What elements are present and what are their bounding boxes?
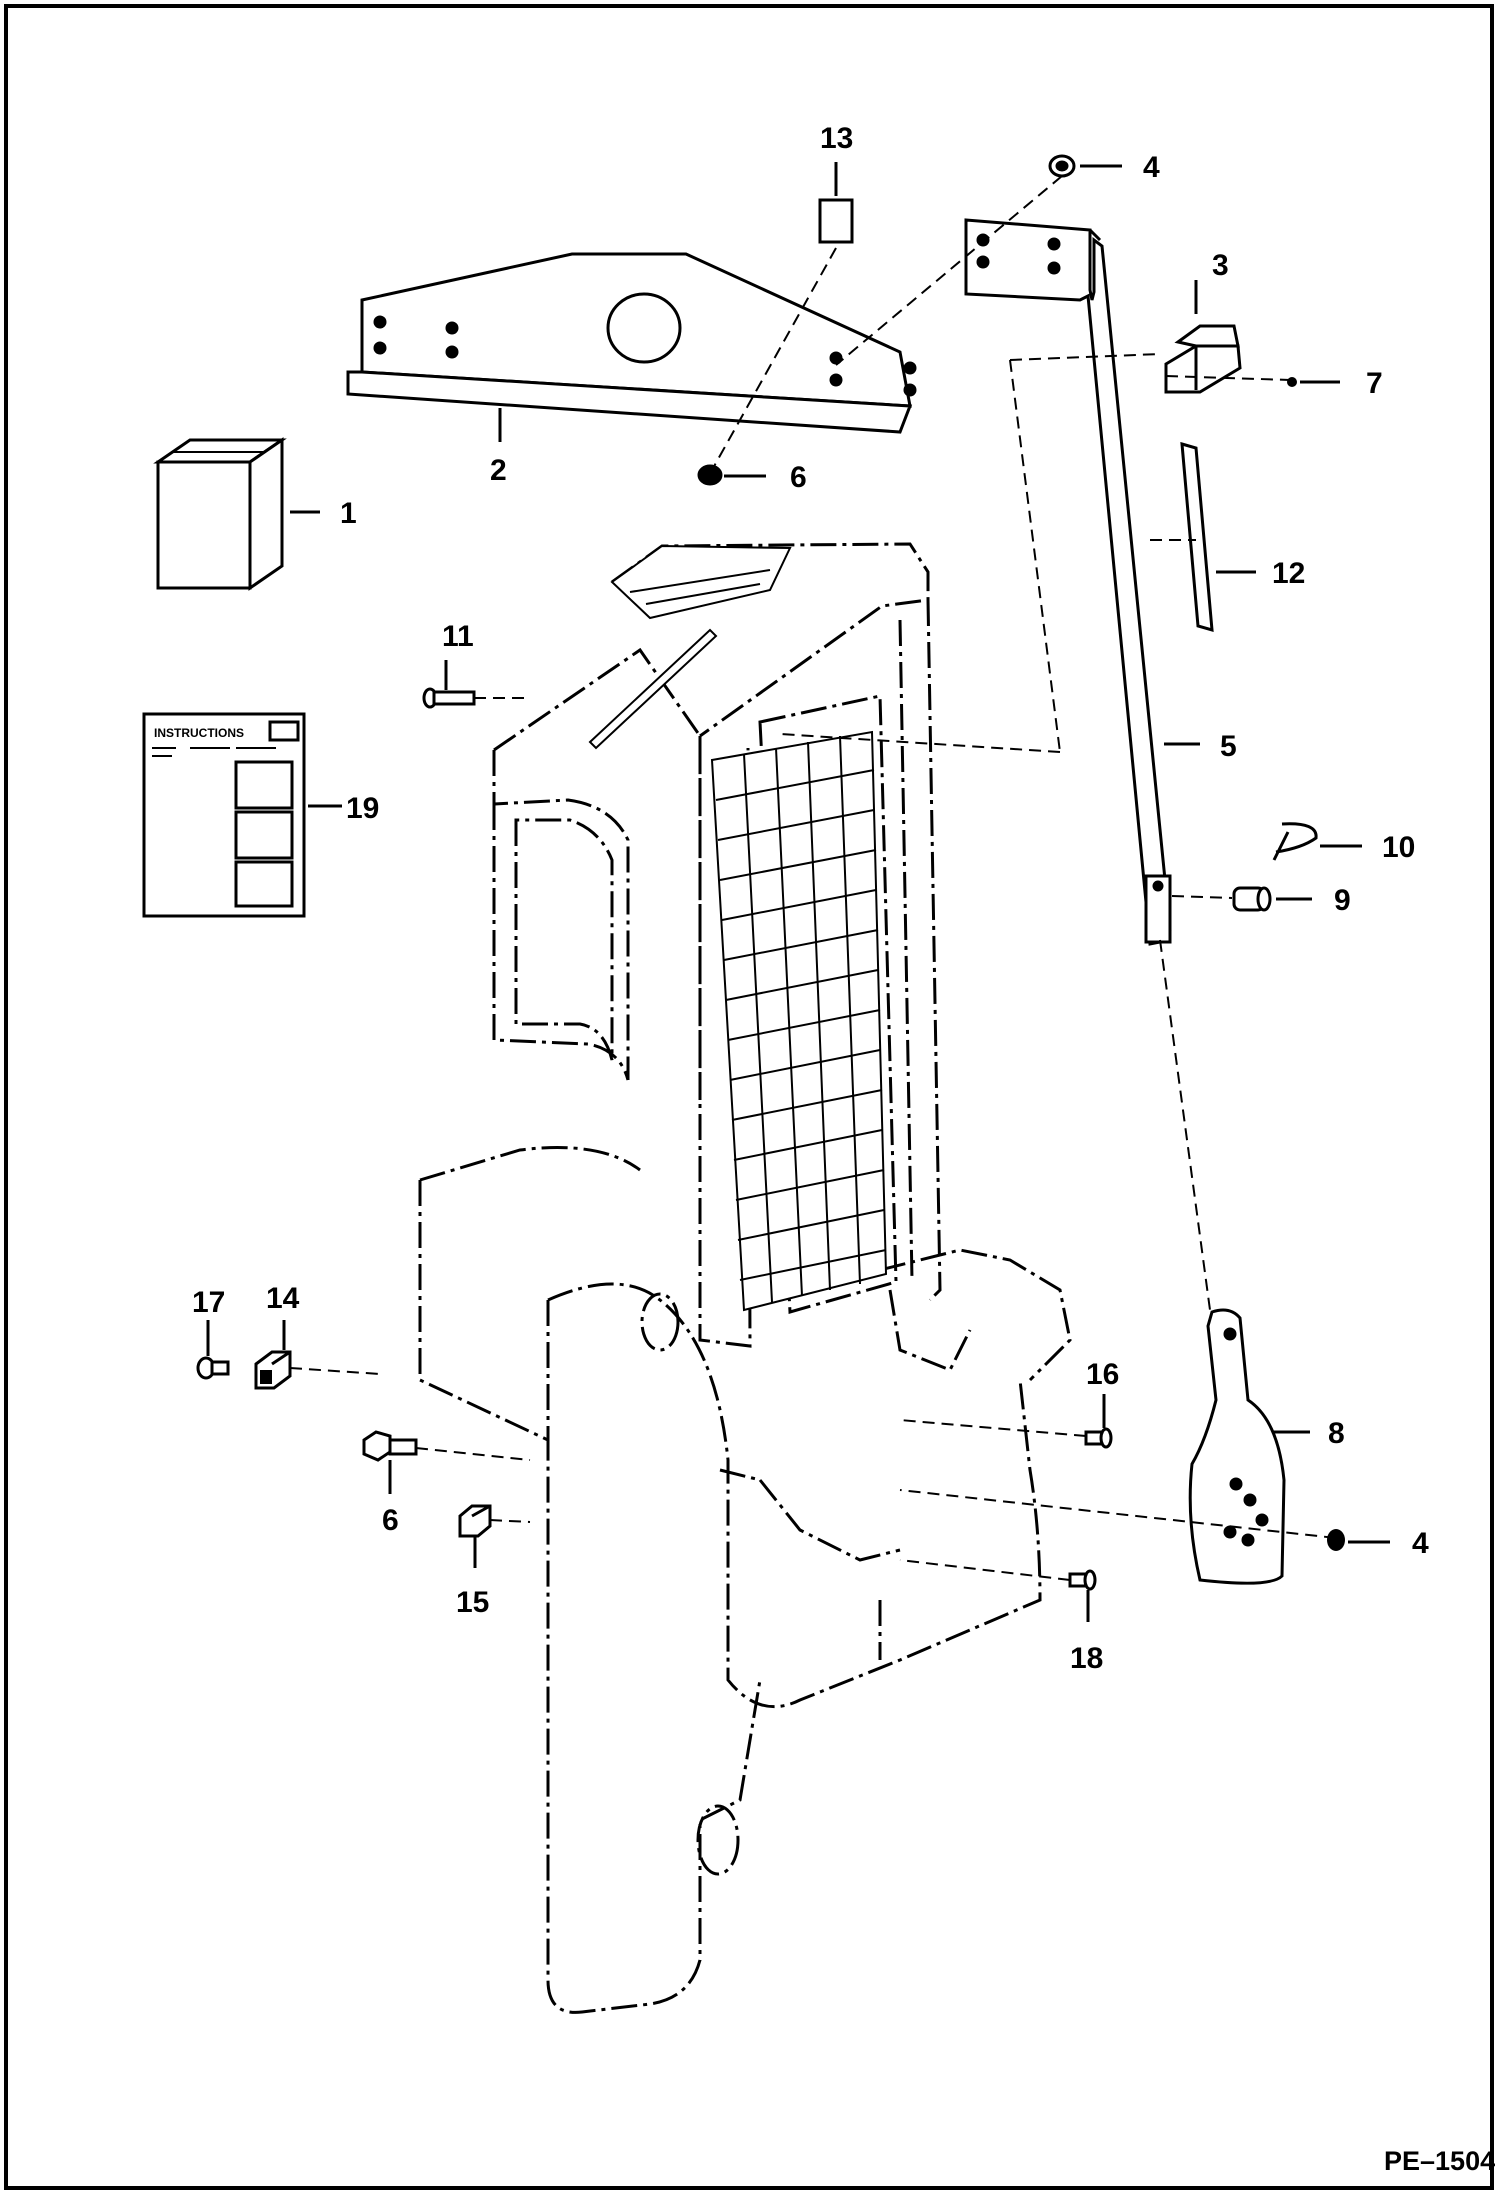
part-18-bolt: [1068, 1569, 1097, 1591]
callout-ticks: [206, 162, 1390, 1622]
callout-labels: 1 2 3 4 4 5 6 6 7 8 9 10 11 12 13 14 15 …: [192, 122, 1429, 1675]
callout-9: 9: [1334, 884, 1351, 917]
part-16-bolt: [1084, 1427, 1113, 1449]
part-15-block: [458, 1504, 492, 1538]
part-12-strip: [1180, 441, 1214, 633]
callout-7: 7: [1366, 367, 1383, 400]
part-17-bolt: [196, 1356, 230, 1380]
part-4-nut-right: [1327, 1529, 1345, 1551]
part-6-bolt-lower: [362, 1430, 418, 1462]
part-3-clamp: [1164, 324, 1242, 394]
callout-10: 10: [1382, 831, 1415, 864]
grille-louvers: [710, 730, 888, 1312]
part-4-nut-top: [1048, 154, 1076, 178]
callout-6-top: 6: [790, 461, 807, 494]
callout-2: 2: [490, 454, 507, 487]
part-14-block: [254, 1350, 292, 1390]
callout-12: 12: [1272, 557, 1305, 590]
callout-4-right: 4: [1412, 1527, 1429, 1560]
part-1-box: [153, 437, 287, 591]
part-13-decal: [818, 198, 854, 244]
part-11-bolt: [422, 687, 476, 709]
part-19-instruction-sheet: [142, 712, 306, 918]
callout-11: 11: [442, 620, 474, 653]
callout-5: 5: [1220, 730, 1237, 763]
callout-1: 1: [340, 497, 357, 530]
part-6-nut-top: [697, 464, 723, 486]
callout-13: 13: [820, 122, 853, 155]
callout-8: 8: [1328, 1417, 1345, 1450]
callout-15: 15: [456, 1586, 489, 1619]
cowl-slot: [588, 628, 718, 750]
callout-16: 16: [1086, 1358, 1119, 1391]
callout-3: 3: [1212, 249, 1229, 282]
part-8-bracket: [1188, 1308, 1286, 1585]
part-7-screw: [1287, 377, 1297, 387]
instruction-sheet-title: INSTRUCTIONS: [154, 726, 244, 740]
part-2-bracket: [346, 252, 917, 434]
callout-17: 17: [192, 1286, 225, 1319]
callout-6-lower: 6: [382, 1504, 399, 1537]
callout-4-top: 4: [1143, 151, 1160, 184]
part-9-pin: [1232, 886, 1272, 912]
callout-14: 14: [266, 1282, 300, 1315]
callout-19: 19: [346, 792, 379, 825]
part-10-clip: [1272, 822, 1318, 861]
leader-lines: [289, 175, 1337, 1581]
page-border: [4, 4, 1494, 2190]
callout-18: 18: [1070, 1642, 1103, 1675]
top-vent: [610, 544, 792, 620]
part-5-strap: [964, 218, 1172, 946]
page-code: PE–1504: [1384, 2146, 1495, 2176]
